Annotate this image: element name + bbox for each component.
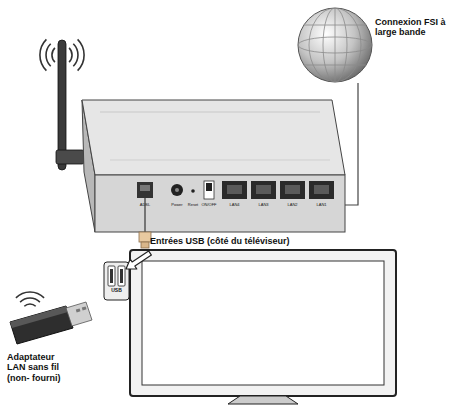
usb-adapter-picture — [10, 292, 92, 344]
router-picture-part — [141, 242, 149, 248]
isp-globe: Connexion FSI à large bande — [297, 7, 373, 83]
usb-adapter-picture-part — [20, 298, 40, 302]
router-picture-part — [175, 188, 179, 192]
usb-adapter-picture-part — [24, 304, 35, 306]
router-picture-part — [46, 44, 51, 67]
port-label: Power — [171, 203, 182, 208]
router-picture-part — [56, 150, 84, 164]
port-label: ADSL — [140, 203, 150, 208]
television: Entrées USB (côté du téléviseur) USB — [100, 232, 400, 407]
tv-picture-part — [108, 266, 115, 286]
usb-adapter-picture-part — [10, 306, 73, 344]
illustration-part-part — [309, 8, 361, 82]
router-picture-part — [222, 181, 247, 199]
illustration-part-part — [323, 8, 347, 82]
usb-adapter-picture-part — [16, 292, 44, 298]
router-picture-part — [309, 181, 334, 199]
router-picture-part — [69, 48, 72, 62]
router-picture-part — [95, 175, 345, 232]
router-picture-part — [280, 181, 305, 199]
tv-picture-part — [118, 266, 125, 286]
cable-line — [345, 83, 358, 205]
router-picture-part — [314, 185, 329, 194]
adapter-label: Adaptateur LAN sans fil (non- fourni) — [7, 352, 73, 383]
usb-adapter-picture-part — [82, 306, 87, 310]
router-picture-part — [78, 39, 84, 70]
wireless-router: ADSL Power ResetON/OFF LAN4 LAN3 LAN2 LAN1 — [55, 35, 345, 235]
globe-picture-part — [298, 8, 372, 82]
port-label: LAN3 — [258, 203, 268, 208]
router-picture-part — [137, 182, 153, 198]
router-picture-part — [139, 232, 151, 242]
router-picture-part — [40, 39, 46, 70]
router-picture-part — [285, 185, 300, 194]
usb-adapter-picture-part — [76, 308, 81, 312]
router-picture-part — [140, 185, 150, 191]
usb-port-label: USB — [111, 288, 122, 294]
router-picture-part — [251, 181, 276, 199]
illustration-part — [298, 8, 372, 82]
router-picture-part — [82, 100, 345, 175]
usb-adapter-picture-part — [66, 302, 92, 326]
router-picture-part — [100, 112, 320, 113]
isp-label: Connexion FSI à large bande — [375, 17, 461, 38]
wireless-adapter: Adaptateur LAN sans fil (non- fourni) — [5, 275, 100, 400]
router-picture-part — [110, 160, 330, 161]
router-picture-part — [206, 183, 212, 191]
illustration-part-part — [335, 8, 336, 82]
port-label: Reset — [188, 203, 198, 208]
tv-picture-part — [130, 250, 396, 396]
router-picture-part — [227, 185, 242, 194]
port-label: LAN4 — [229, 203, 239, 208]
usb-inputs-label: Entrées USB (côté du téléviseur) — [150, 236, 360, 246]
tv-picture-part — [142, 261, 384, 385]
router-picture-part — [52, 48, 55, 62]
tv-picture-part — [126, 251, 151, 269]
tv-picture-part — [110, 269, 113, 283]
tv-picture-part — [228, 396, 298, 404]
router-picture-part — [191, 189, 195, 193]
port-label: LAN2 — [287, 203, 297, 208]
usb-adapter-picture-part — [10, 306, 68, 328]
tv-picture-part — [104, 262, 129, 300]
tv-picture-part — [120, 269, 123, 283]
router-picture-part — [256, 185, 271, 194]
port-label: ON/OFF — [201, 203, 216, 208]
router-picture-part — [171, 184, 183, 196]
router-picture — [40, 39, 345, 248]
router-picture-part — [73, 44, 78, 67]
router-picture-part — [204, 181, 214, 199]
globe-picture — [298, 8, 372, 82]
tv-picture — [104, 250, 396, 404]
port-label: LAN1 — [316, 203, 326, 208]
